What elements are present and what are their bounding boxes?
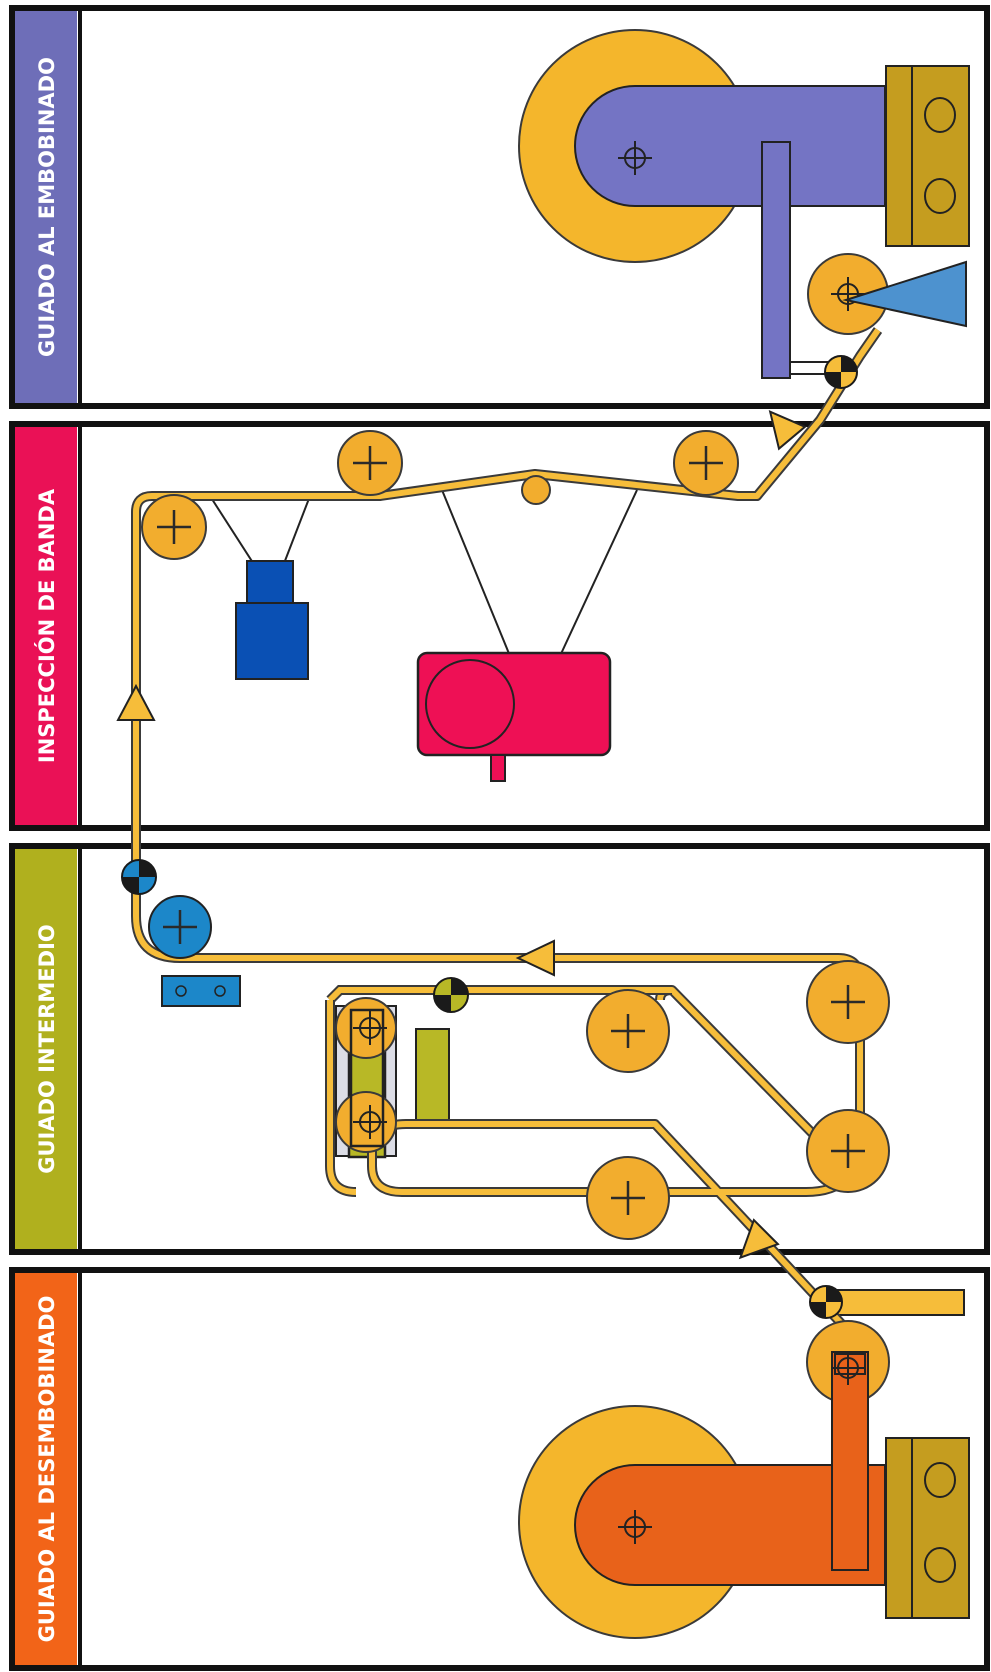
roller-icon [586,1156,670,1240]
unwind-arm [574,1464,886,1586]
unwind-guide-frame [831,1351,869,1571]
label-bar-rewind [15,11,77,403]
label-rewind: GUIADO AL EMBOBINADO [35,57,59,357]
flow-arrow-icon [738,1218,780,1260]
label-bar-unwind [15,1273,77,1665]
unwind-sensor-tongue [831,1289,965,1316]
label-bar-inspection [15,427,77,825]
flow-arrow-icon [515,939,555,977]
rewind-arm [574,85,886,207]
roller-icon [337,430,403,496]
rewind-station [518,29,970,379]
label-unwind: GUIADO AL DESEMBOBINADO [35,1296,59,1643]
intermediate-sensor-bar [415,1028,450,1125]
sensor-icon [433,977,469,1013]
roller-icon [521,475,551,505]
camera-body [235,602,309,680]
rollers [141,430,890,1571]
inspection-station [209,489,638,782]
intermediate-guide-frame-front [349,1008,385,1148]
unwind-station [518,1289,970,1639]
label-bar-intermediate [15,849,77,1249]
roller-icon [673,430,739,496]
sensor-icon [809,1285,843,1319]
sensor-icon [121,859,157,895]
rewind-base [885,65,970,247]
flow-arrow-icon [116,683,156,721]
roller-icon [586,989,670,1073]
rewind-guide-frame [761,141,791,379]
label-bars: GUIADO AL EMBOBINADO INSPECCIÓN DE BANDA… [15,11,82,1665]
roller-icon [148,895,212,959]
rewind-sensor-blade [842,260,967,328]
flow-arrows [116,409,807,1260]
roller-icon [141,494,207,560]
roller-icon [806,960,890,1044]
roller-icon [806,1109,890,1193]
blue-mount [161,975,241,1007]
label-inspection: INSPECCIÓN DE BANDA [34,488,59,763]
unwind-base [885,1437,970,1619]
label-intermediate: GUIADO INTERMEDIO [35,924,59,1174]
flow-arrow-icon [768,409,807,451]
camera-lens [246,560,294,608]
sensor-icon [824,355,858,389]
